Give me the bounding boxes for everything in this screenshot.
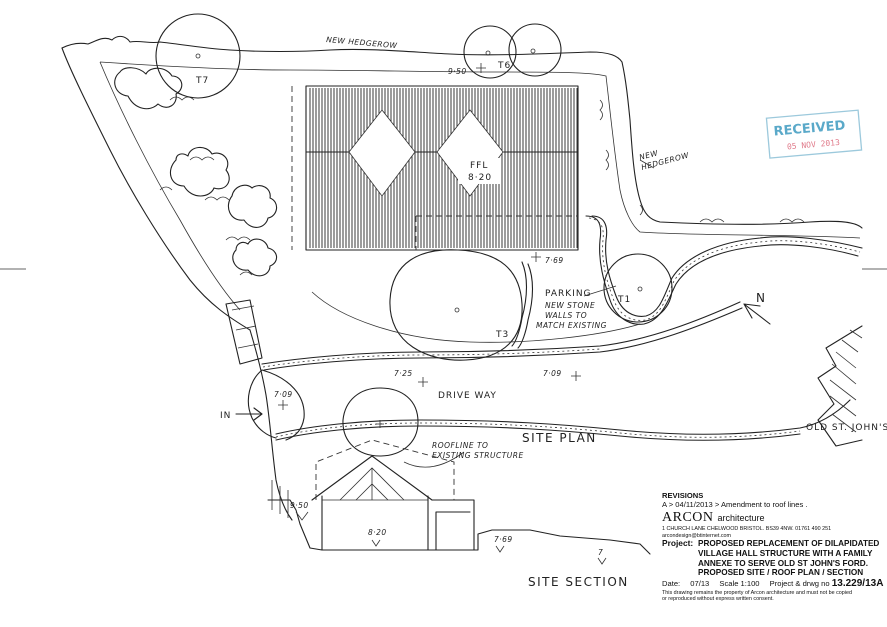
- stamp-date: 05 NOV 2013: [787, 138, 841, 152]
- label-roofline-2: EXISTING STRUCTURE: [432, 451, 524, 460]
- label-new-hedgerow-top: NEW HEDGEROW: [326, 35, 398, 50]
- tree-label-t6: T6: [497, 61, 511, 71]
- section-level-mid: 7·69: [494, 535, 513, 544]
- ffl-label: FFL: [470, 161, 488, 171]
- tree-t1: T1: [603, 253, 673, 323]
- label-driveway: DRIVE WAY: [438, 391, 497, 401]
- parking-edge: [311, 291, 641, 343]
- level-driveway-right: 7·09: [543, 369, 562, 378]
- section-level-right: 7: [598, 548, 603, 557]
- drawing-label: Project & drwg no: [769, 578, 830, 588]
- stamp-text: RECEIVED: [773, 118, 846, 139]
- tree-label-t3: T3: [495, 330, 509, 340]
- project-line-1: PROPOSED REPLACEMENT OF DILAPIDATED: [698, 539, 880, 549]
- disclaimer-1: This drawing remains the property of Arc…: [662, 589, 852, 596]
- north-arrow: N: [743, 291, 771, 325]
- label-stone-walls-3: MATCH EXISTING: [536, 321, 607, 330]
- project-line-2: VILLAGE HALL STRUCTURE WITH A FAMILY: [698, 548, 873, 558]
- label-site-section: SITE SECTION: [528, 575, 629, 589]
- date-value: 07/13: [690, 578, 710, 588]
- site-section: 9·50 8·20 7·69 7 SITE SECTION: [267, 439, 651, 589]
- in-label: IN: [220, 411, 231, 421]
- level-parking: 7·69: [545, 256, 564, 265]
- tree-t3: T3: [389, 249, 523, 361]
- driveway: [247, 301, 851, 441]
- tree-t6: T6: [463, 23, 562, 79]
- revisions-label: REVISIONS: [662, 491, 704, 500]
- tree-label-t7: T7: [195, 76, 209, 86]
- project-label: Project:: [662, 538, 694, 549]
- company-name: ARCON: [662, 509, 714, 525]
- level-entrance: 7·09: [274, 390, 293, 399]
- gate-pier: [225, 299, 263, 365]
- received-stamp: RECEIVED 05 NOV 2013: [765, 109, 863, 159]
- company-suffix: architecture: [717, 512, 765, 523]
- label-roofline-1: ROOFLINE TO: [432, 441, 488, 450]
- label-site-plan: SITE PLAN: [522, 431, 597, 445]
- drawing-number: 13.229/13A: [831, 577, 884, 589]
- shrub-cluster: [114, 67, 278, 277]
- level-markers: 9·50 7·69 7·25 7·09 7·09: [274, 63, 581, 410]
- roof-hatching: [309, 88, 578, 248]
- label-stone-walls-2: WALLS TO: [545, 311, 587, 320]
- hedgerow-leader: [639, 159, 655, 169]
- project-row: Project: PROPOSED REPLACEMENT OF DILAPID…: [662, 538, 884, 578]
- title-block: REVISIONS A > 04/11/2013 > Amendment to …: [662, 491, 884, 622]
- tree-label-t1: T1: [617, 295, 631, 305]
- stone-walls: [511, 215, 863, 349]
- date-label: Date:: [662, 578, 681, 588]
- company-email: arcondesign@btinternet.com: [662, 532, 731, 539]
- section-level-left: 9·50: [290, 501, 309, 510]
- stone-wall-leader: [583, 285, 617, 297]
- company-logo: ARCON architecture: [662, 510, 884, 527]
- company-address: 1 CHURCH LANE CHELWOOD BRISTOL. BS39 4NW…: [662, 526, 832, 533]
- label-parking: PARKING: [545, 289, 592, 299]
- project-line-4: PROPOSED SITE / ROOF PLAN / SECTION: [698, 568, 864, 578]
- disclaimer-2: or reproduced without express written co…: [662, 596, 774, 603]
- project-line-3: ANNEXE TO SERVE OLD ST JOHN'S FORD.: [698, 558, 868, 568]
- ffl-level: 8·20: [468, 173, 492, 183]
- level-top: 9·50: [448, 67, 467, 76]
- site-boundary: [61, 35, 863, 521]
- label-old-st-johns: OLD ST. JOHN'S: [806, 423, 887, 433]
- old-st-johns-building: [817, 325, 863, 447]
- project-text: PROPOSED REPLACEMENT OF DILAPIDATED VILL…: [698, 539, 879, 578]
- tree-t7: T7: [155, 13, 241, 99]
- entrance-arrow: IN: [220, 407, 263, 421]
- north-label: N: [756, 291, 766, 305]
- label-stone-walls-1: NEW STONE: [545, 301, 595, 310]
- meta-row: Date: 07/13 Scale 1:100 Project & drwg n…: [662, 578, 884, 590]
- revision-line: A > 04/11/2013 > Amendment to roof lines…: [662, 499, 808, 509]
- scale-value: Scale 1:100: [719, 578, 760, 588]
- roofline-leader: [403, 451, 465, 468]
- roof-plan: FFL 8·20: [291, 85, 579, 251]
- level-driveway-left: 7·25: [394, 369, 413, 378]
- section-level-building: 8·20: [368, 528, 387, 537]
